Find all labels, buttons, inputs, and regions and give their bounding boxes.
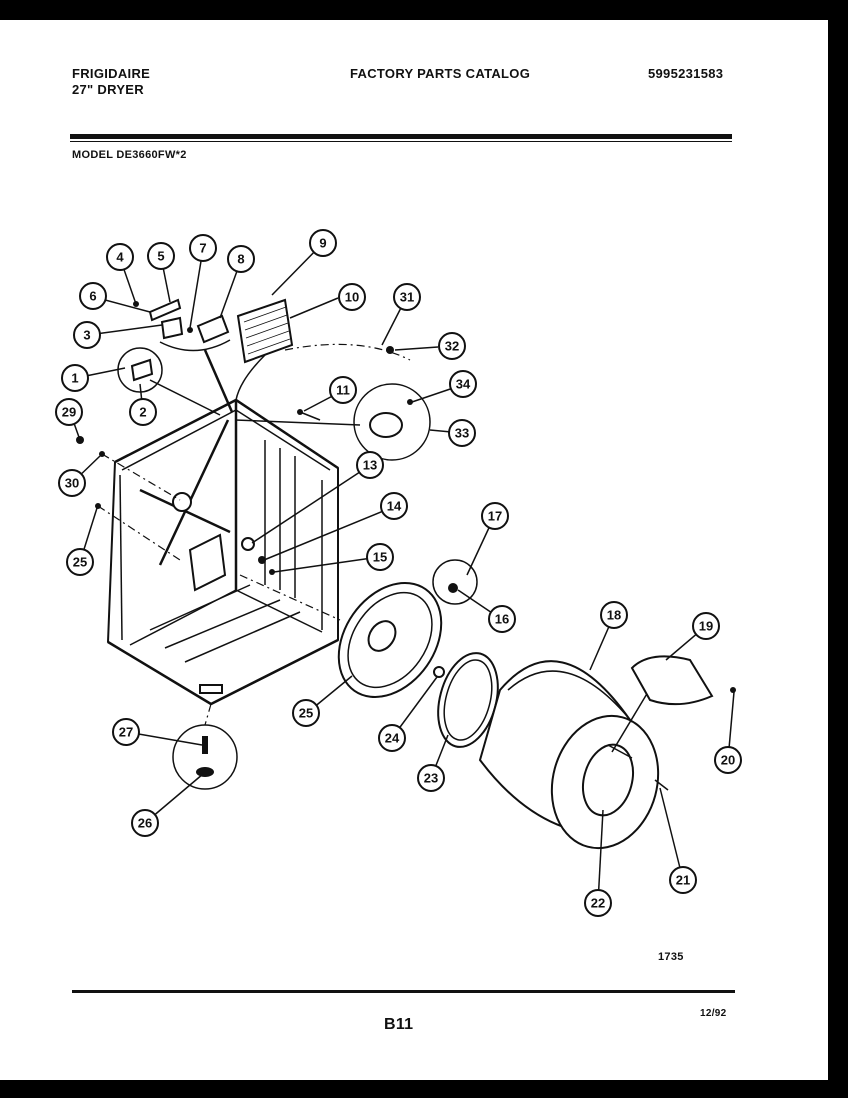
callout-label: 9 (319, 236, 326, 251)
callout-label: 4 (116, 250, 124, 265)
callout-label: 24 (385, 731, 400, 746)
brand-name: FRIGIDAIRE (72, 66, 151, 81)
callout-label: 8 (237, 252, 244, 267)
header-rule (70, 134, 732, 139)
brand-header: FRIGIDAIRE 27" DRYER (72, 66, 150, 98)
callout-1: 1 (61, 364, 89, 392)
callout-label: 25 (299, 706, 313, 721)
callout-label: 3 (83, 328, 90, 343)
callout-15: 15 (366, 543, 394, 571)
callout-label: 13 (363, 458, 377, 473)
callout-label: 10 (345, 290, 359, 305)
callout-label: 20 (721, 753, 735, 768)
callout-3: 3 (73, 321, 101, 349)
callout-label: 7 (199, 241, 206, 256)
callout-label: 14 (387, 499, 402, 514)
callout-6: 6 (79, 282, 107, 310)
callout-31: 31 (393, 283, 421, 311)
callout-label: 22 (591, 896, 605, 911)
callout-18: 18 (600, 601, 628, 629)
callout-10: 10 (338, 283, 366, 311)
callout-7: 7 (189, 234, 217, 262)
callout-33: 33 (448, 419, 476, 447)
callout-27: 27 (112, 718, 140, 746)
callout-4: 4 (106, 243, 134, 271)
callout-21: 21 (669, 866, 697, 894)
control-parts-drawing (117, 298, 411, 426)
callout-label: 18 (607, 608, 621, 623)
callout-label: 26 (138, 816, 152, 831)
callout-label: 27 (119, 725, 133, 740)
callout-label: 2 (139, 405, 146, 420)
callout-label: 1 (71, 371, 78, 386)
callout-label: 16 (495, 612, 509, 627)
callout-label: 23 (424, 771, 438, 786)
callout-label: 29 (62, 405, 76, 420)
callout-label: 17 (488, 509, 502, 524)
callout-label: 30 (65, 476, 79, 491)
callout-24: 24 (378, 724, 406, 752)
rear-bulkhead-drawing (239, 559, 478, 698)
callout-label: 32 (445, 339, 459, 354)
leveling-leg-drawing (172, 703, 238, 790)
thermostat-detail-drawing (297, 383, 431, 461)
callout-34: 34 (449, 370, 477, 398)
callout-label: 21 (676, 873, 690, 888)
callout-16: 16 (488, 605, 516, 633)
callout-label: 19 (699, 619, 713, 634)
callout-25-bulkhead: 25 (292, 699, 320, 727)
callout-9: 9 (309, 229, 337, 257)
page-number: B11 (384, 1016, 414, 1033)
header-rule-thin (70, 141, 732, 142)
callout-26: 26 (131, 809, 159, 837)
callout-label: 15 (373, 550, 387, 565)
callout-17: 17 (481, 502, 509, 530)
model-number: MODEL DE3660FW*2 (72, 149, 187, 161)
figure-number: 1735 (658, 951, 684, 963)
footer-rule (72, 990, 735, 993)
catalog-part-number: 5995231583 (648, 66, 724, 81)
catalog-title: FACTORY PARTS CATALOG (350, 66, 531, 81)
drum-baffle-drawing (630, 655, 736, 706)
callout-22: 22 (584, 889, 612, 917)
callout-29: 29 (55, 398, 83, 426)
callout-label: 25 (73, 555, 87, 570)
drum-drawing (478, 660, 669, 850)
cabinet-drawing (106, 398, 339, 706)
callout-8: 8 (227, 245, 255, 273)
hardware-drawing (241, 537, 275, 575)
callout-2: 2 (129, 398, 157, 426)
callout-32: 32 (438, 332, 466, 360)
callout-label: 33 (455, 426, 469, 441)
callout-5: 5 (147, 242, 175, 270)
leader-lines (69, 243, 735, 904)
callout-25-screw: 25 (66, 548, 94, 576)
callout-19: 19 (692, 612, 720, 640)
catalog-date: 12/92 (700, 1008, 727, 1019)
callout-11: 11 (329, 376, 357, 404)
callout-23: 23 (417, 764, 445, 792)
callout-30: 30 (58, 469, 86, 497)
callout-20: 20 (714, 746, 742, 774)
callout-13: 13 (356, 451, 384, 479)
callout-label: 11 (336, 383, 350, 398)
drum-seal-drawing (433, 652, 499, 748)
callout-label: 6 (89, 289, 96, 304)
callout-14: 14 (380, 492, 408, 520)
callout-label: 5 (157, 249, 164, 264)
callout-label: 34 (456, 377, 471, 392)
product-name: 27" DRYER (72, 82, 144, 97)
parts-sheet: FRIGIDAIRE 27" DRYER FACTORY PARTS CATAL… (0, 20, 828, 1080)
exploded-parts-diagram: 1 2 3 4 5 6 7 8 9 10 11 13 14 15 16 17 1… (55, 229, 742, 917)
callout-label: 31 (400, 290, 414, 305)
